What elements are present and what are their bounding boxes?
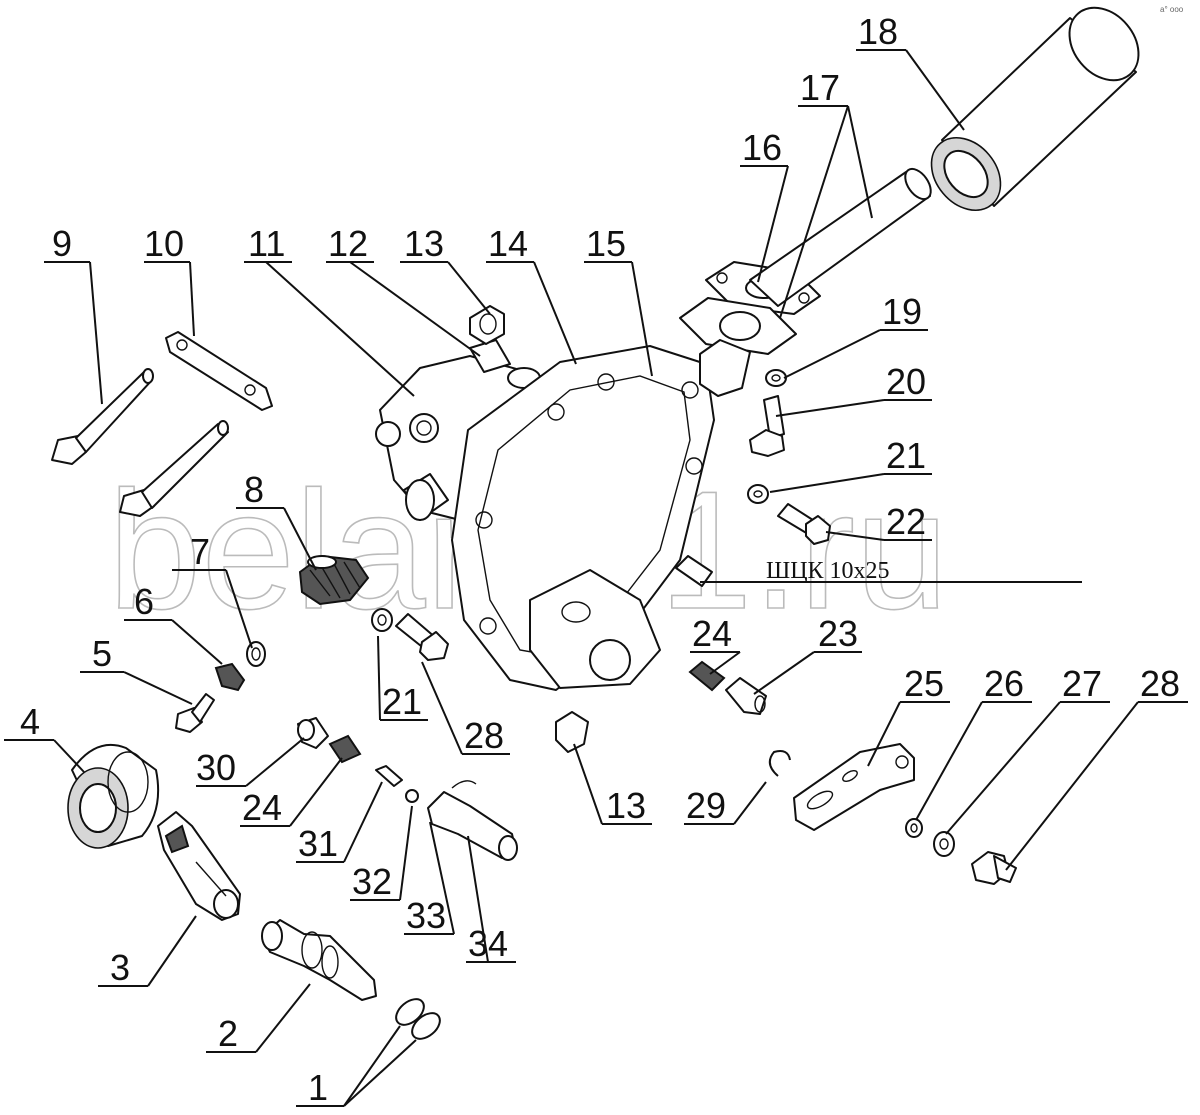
code-label: ШЦК 10х25	[766, 558, 890, 584]
label-28-right: 28	[1140, 663, 1180, 704]
callout-labels: 9 10 11 12 13 14 15 16 17 18 19 20 21 22…	[20, 11, 1180, 1108]
label-22: 22	[886, 501, 926, 542]
part-1-o-rings-icon	[395, 998, 441, 1040]
label-12: 12	[328, 223, 368, 264]
label-27: 27	[1062, 663, 1102, 704]
label-11: 11	[248, 223, 285, 264]
label-5: 5	[92, 633, 112, 674]
pump-housing-icon	[375, 339, 549, 521]
label-29: 29	[686, 785, 726, 826]
part-31-bolt-icon	[375, 765, 403, 787]
corner-mark: a° ooo	[1160, 5, 1184, 14]
part-21-washer-icon	[747, 484, 769, 504]
label-13-top: 13	[404, 223, 444, 264]
label-16: 16	[742, 127, 782, 168]
part-24-spring-right-icon	[688, 660, 726, 692]
part-19-washer-icon	[765, 369, 787, 387]
label-4: 4	[20, 701, 40, 742]
part-22-bolt-icon	[777, 503, 831, 545]
label-34: 34	[468, 923, 508, 964]
part-18-filter-icon	[930, 6, 1140, 212]
label-33: 33	[406, 895, 446, 936]
label-21-left: 21	[382, 681, 422, 722]
part-6-lock-plate-icon	[214, 662, 246, 692]
label-8: 8	[244, 469, 264, 510]
label-14: 14	[488, 223, 528, 264]
part-29-circlip-icon	[768, 750, 791, 777]
part-25-plate-icon	[793, 743, 915, 831]
part-27-washer-icon	[933, 831, 955, 857]
label-30: 30	[196, 747, 236, 788]
part-10-bracket-icon	[165, 331, 273, 411]
label-3: 3	[110, 947, 130, 988]
part-28-bolt-left-icon	[395, 613, 449, 661]
label-20: 20	[886, 361, 926, 402]
part-13-bottom-nut-icon	[555, 711, 589, 753]
part-20-bolt-icon	[749, 395, 785, 457]
part-34-plunger-icon	[427, 780, 518, 861]
label-2: 2	[218, 1013, 238, 1054]
label-32: 32	[352, 861, 392, 902]
label-6: 6	[134, 581, 154, 622]
part-4-bearing-icon	[67, 743, 160, 849]
part-2-shaft-icon	[261, 919, 377, 1001]
label-21-right: 21	[886, 435, 926, 476]
label-7: 7	[190, 531, 210, 572]
part-3-lever-icon	[157, 811, 241, 921]
label-18: 18	[858, 11, 898, 52]
part-28-bolt-right-icon	[971, 851, 1017, 885]
part-drawings	[51, 6, 1140, 1040]
label-26: 26	[984, 663, 1024, 704]
part-23-plug-icon	[725, 677, 767, 715]
label-24-right: 24	[692, 613, 732, 654]
label-13-bottom: 13	[606, 785, 646, 826]
label-25: 25	[904, 663, 944, 704]
label-23: 23	[818, 613, 858, 654]
part-26-washer-icon	[905, 818, 923, 838]
part-13-top-nut-icon	[469, 305, 505, 345]
label-31: 31	[298, 823, 338, 864]
part-5-bolt-icon	[175, 693, 215, 733]
leader-lines	[4, 49, 1188, 1107]
label-24-left: 24	[242, 787, 282, 828]
part-17-tube-icon	[749, 167, 932, 307]
label-10: 10	[144, 223, 184, 264]
label-15: 15	[586, 223, 626, 264]
label-1: 1	[308, 1067, 328, 1108]
pipe-flange-icon	[679, 297, 797, 397]
part-15-flange-icon	[451, 345, 715, 691]
part-9-long-bolt-icon	[51, 368, 154, 465]
label-17: 17	[800, 67, 840, 108]
part-32-ball-icon	[405, 789, 419, 803]
label-28-left: 28	[464, 715, 504, 756]
label-19: 19	[882, 291, 922, 332]
part-7-washer-icon	[246, 641, 266, 667]
part-21-washer-left-icon	[371, 608, 393, 632]
part-30-bushing-icon	[297, 717, 329, 749]
stud-icon	[675, 555, 713, 587]
part-24-spring-icon	[328, 734, 362, 764]
label-9: 9	[52, 223, 72, 264]
part-8-gear-icon	[298, 554, 370, 606]
part-long-bolt-icon	[119, 420, 229, 517]
